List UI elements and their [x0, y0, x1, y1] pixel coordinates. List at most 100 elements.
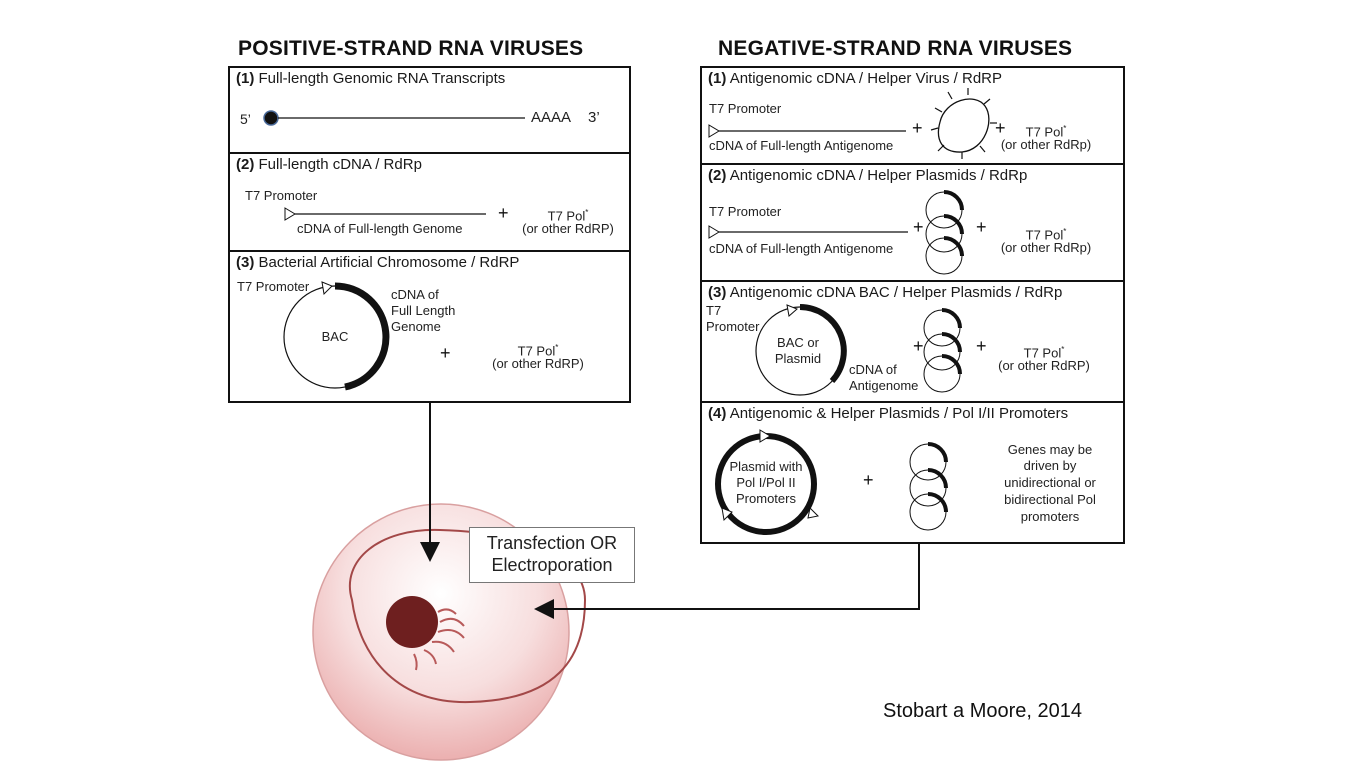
positive-box-1: (1) Full-length Genomic RNA Transcripts [228, 66, 631, 154]
neg1-pol-text: T7 Pol [1025, 124, 1064, 140]
positive-box-2: (2) Full-length cDNA / RdRp [228, 152, 631, 252]
pos3-promoter-label: T7 Promoter [237, 279, 310, 294]
neg4-note-line-2: driven by [1023, 458, 1077, 473]
positive-box-1-title: (1) Full-length Genomic RNA Transcripts [236, 70, 505, 87]
bac-label: BAC [321, 329, 349, 344]
neg3-cdna-arc [799, 304, 847, 384]
negative-box-1-number: (1) [708, 70, 727, 87]
helper-plasmids-3 [923, 308, 962, 393]
negative-box-1-title: (1) Antigenomic cDNA / Helper Virus / Rd… [708, 70, 1002, 87]
pos3-pol-alt-label: (or other RdRP) [492, 356, 584, 371]
pos2-plus: + [498, 203, 509, 223]
positive-box-3-title: (3) Bacterial Artificial Chromosome / Rd… [236, 254, 519, 271]
helper-plasmids-4 [909, 442, 948, 531]
neg2-plus-2: + [976, 217, 987, 237]
pos3-pol-sup: * [555, 343, 559, 352]
pos3-plus: + [440, 343, 451, 363]
t7-promoter-triangle [284, 207, 296, 221]
neg4-promoter-1 [759, 429, 771, 443]
pos3-cdna-line-2: Full Length [391, 303, 456, 318]
neg3-pol-label: T7 Pol* [990, 342, 1098, 361]
neg1-plus-1: + [912, 118, 923, 138]
neg3-promoter-triangle [786, 304, 798, 317]
neg4-plasmid-line-2: Pol I/Pol II [736, 475, 796, 490]
neg3-promoter-line-2: Promoter [706, 319, 760, 334]
pos2-pol-text: T7 Pol [547, 208, 586, 224]
positive-strand-heading: POSITIVE-STRAND RNA VIRUSES [238, 37, 584, 60]
negative-box-3-title: (3) Antigenomic cDNA BAC / Helper Plasmi… [708, 284, 1062, 301]
neg3-pol-text: T7 Pol [1023, 345, 1062, 361]
neg4-plasmid-line-3: Promoters [736, 491, 796, 506]
neg1-pol-label: T7 Pol* [994, 121, 1098, 140]
neg2-cdna-label: cDNA of Full-length Antigenome [709, 241, 894, 256]
callout-line-1: Transfection OR [486, 533, 618, 553]
neg3-pol-sup: * [1061, 345, 1065, 354]
cell-inner-compartment [349, 528, 587, 704]
neg1-pol-alt-label: (or other RdRp) [1000, 137, 1092, 152]
negative-box-4: (4) Antigenomic & Helper Plasmids / Pol … [700, 401, 1125, 544]
bac-cdna-arc [334, 282, 390, 391]
positive-box-3-title-text: Bacterial Artificial Chromosome / RdRP [258, 254, 520, 271]
pos3-pol-label: T7 Pol* [486, 340, 590, 359]
neg4-note-line-3: unidirectional or [1004, 475, 1096, 490]
neg3-plus-1: + [913, 336, 924, 356]
positive-box-2-title-text: Full-length cDNA / RdRp [258, 156, 422, 173]
positive-box-3-number: (3) [236, 254, 255, 271]
helper-virus-spikes [930, 88, 997, 159]
neg2-pol-sup: * [1063, 227, 1067, 236]
neg3-plus-2: + [976, 336, 987, 356]
neg4-promoter-3 [807, 506, 820, 519]
neg1-cdna-label: cDNA of Full-length Antigenome [709, 138, 894, 153]
bac-promoter-triangle [321, 281, 333, 296]
pos3-pol-text: T7 Pol [517, 343, 556, 359]
negative-arrow [534, 544, 920, 619]
negative-box-3-title-text: Antigenomic cDNA BAC / Helper Plasmids /… [729, 284, 1063, 301]
neg4-plasmid-line-1: Plasmid with [729, 459, 803, 474]
neg3-pol-alt-label: (or other RdRP) [998, 358, 1090, 373]
neg3-cdna-line-2: Antigenome [849, 378, 919, 393]
neg1-promoter-label: T7 Promoter [709, 101, 782, 116]
neg2-promoter-label: T7 Promoter [709, 204, 782, 219]
negative-box-4-number: (4) [708, 405, 727, 422]
three-prime-label: 3’ [588, 109, 600, 126]
pos2-pol-alt-label: (or other RdRP) [522, 221, 614, 236]
helper-plasmids-2 [925, 190, 964, 275]
polya-label: AAAA [531, 109, 572, 126]
neg3-plasmid-line-2: Plasmid [774, 351, 822, 366]
positive-box-2-number: (2) [236, 156, 255, 173]
callout-line-2: Electroporation [491, 555, 613, 575]
negative-box-1-title-text: Antigenomic cDNA / Helper Virus / RdRP [729, 70, 1003, 87]
neg2-pol-text: T7 Pol [1025, 227, 1064, 243]
golgi-organelle [413, 608, 465, 671]
pos3-cdna-line-3: Genome [391, 319, 441, 334]
transfection-callout: Transfection OR Electroporation [469, 527, 635, 583]
neg2-pol-label: T7 Pol* [994, 224, 1098, 243]
neg1-plus-2: + [995, 118, 1006, 138]
negative-box-2-number: (2) [708, 167, 727, 184]
neg2-plus-1: + [913, 217, 924, 237]
positive-box-3: (3) Bacterial Artificial Chromosome / Rd… [228, 250, 631, 403]
negative-strand-heading: NEGATIVE-STRAND RNA VIRUSES [718, 37, 1073, 60]
neg2-promoter-triangle [708, 225, 720, 239]
neg4-note-line-5: promoters [1020, 509, 1080, 524]
neg4-promoter-2 [721, 507, 733, 522]
helper-virus-icon [937, 98, 990, 153]
negative-box-3-number: (3) [708, 284, 727, 301]
neg4-note-line-4: bidirectional Pol [1004, 492, 1096, 507]
negative-box-4-title-text: Antigenomic & Helper Plasmids / Pol I/II… [729, 405, 1069, 422]
neg3-promoter-line-1: T7 [706, 303, 722, 318]
neg4-plus: + [863, 470, 874, 490]
negative-box-2-title: (2) Antigenomic cDNA / Helper Plasmids /… [708, 167, 1027, 184]
neg3-cdna-line-1: cDNA of [849, 362, 897, 377]
negative-box-4-title: (4) Antigenomic & Helper Plasmids / Pol … [708, 405, 1068, 422]
five-prime-label: 5’ [240, 111, 251, 127]
pos2-promoter-label: T7 Promoter [245, 188, 318, 203]
neg1-pol-sup: * [1063, 124, 1067, 133]
nucleus [386, 596, 438, 648]
positive-box-2-title: (2) Full-length cDNA / RdRp [236, 156, 422, 173]
pos2-pol-label: T7 Pol* [516, 205, 620, 224]
pos2-cdna-label: cDNA of Full-length Genome [297, 221, 463, 236]
neg4-note-line-1: Genes may be [1007, 442, 1093, 457]
neg1-promoter-triangle [708, 124, 720, 138]
